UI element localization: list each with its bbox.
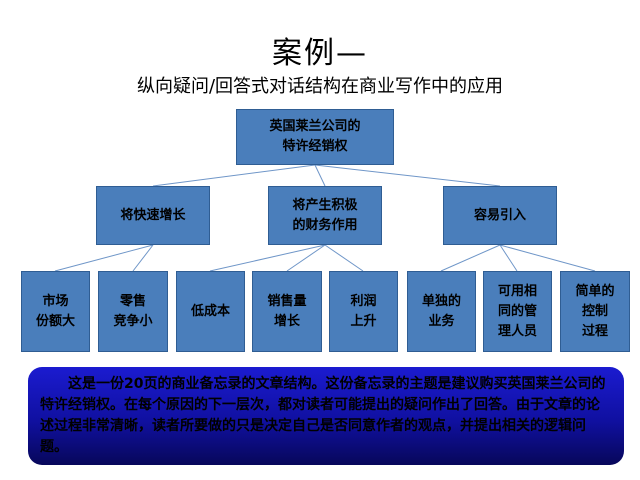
connector-l1-0-l2-1 — [132, 244, 154, 272]
slide-subtitle: 纵向疑问/回答式对话结构在商业写作中的应用 — [136, 76, 504, 97]
detail-node-low-cost: 低成本 — [176, 271, 245, 352]
connector-root-l1-2 — [314, 164, 501, 187]
detail-node-market-share: 市场 份额大 — [21, 271, 90, 352]
detail-node-profit-rise: 利润 上升 — [329, 271, 398, 352]
connector-l1-0-l2-0 — [54, 244, 154, 272]
connector-root-l1-0 — [152, 164, 316, 187]
connector-l1-1-l2-3 — [286, 244, 326, 272]
connector-l1-1-l2-4 — [324, 244, 364, 272]
detail-node-sales-growth: 销售量 增长 — [252, 271, 322, 352]
reason-node-financial: 将产生积极 的财务作用 — [268, 186, 382, 245]
connector-l1-2-l2-7 — [499, 244, 596, 272]
detail-node-separate-business: 单独的 业务 — [407, 271, 476, 352]
description-note: 这是一份20页的商业备忘录的文章结构。这份备忘录的主题是建议购买英国莱兰公司的特… — [28, 367, 624, 465]
connector-l1-2-l2-6 — [499, 244, 518, 272]
detail-node-same-management: 可用相 同的管 理人员 — [483, 271, 552, 352]
root-node: 英国莱兰公司的 特许经销权 — [236, 109, 394, 165]
reason-node-fast-growth: 将快速增长 — [96, 186, 210, 245]
connector-l1-2-l2-5 — [440, 244, 501, 272]
reason-node-easy-intro: 容易引入 — [443, 186, 557, 245]
slide-title: 案例— — [272, 36, 368, 71]
connector-root-l1-1 — [314, 164, 326, 187]
detail-node-simple-control: 简单的 控制 过程 — [560, 271, 630, 352]
detail-node-retail-competition: 零售 竞争小 — [98, 271, 168, 352]
connector-l1-1-l2-2 — [209, 244, 326, 272]
